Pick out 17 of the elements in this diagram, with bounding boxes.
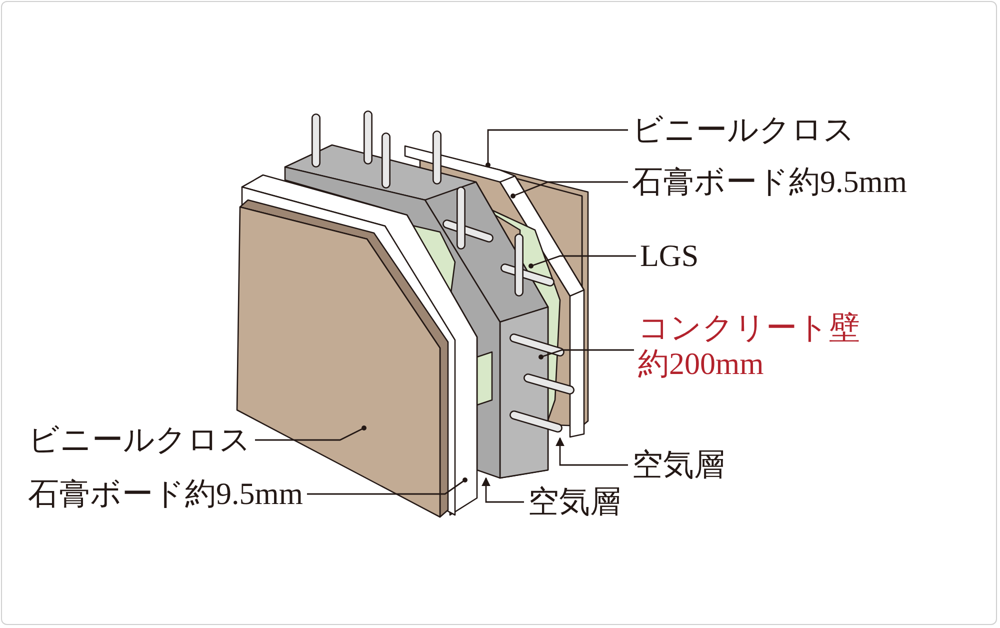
callout-label: 空気層 [632, 447, 725, 483]
callout-label: ビニールクロス [28, 422, 251, 458]
callout-label: 約200mm [638, 346, 765, 382]
callout-label: 石膏ボード約9.5mm [632, 164, 907, 200]
callout-label: ビニールクロス [632, 112, 855, 148]
leader-line [255, 426, 366, 441]
leader-line [538, 349, 634, 360]
leader-line [306, 478, 468, 495]
leader-line [528, 255, 636, 268]
leader-line [510, 181, 628, 198]
callout-label: 石膏ボード約9.5mm [28, 476, 303, 512]
callout-label: コンクリート壁 [638, 310, 860, 346]
callout-label: LGS [640, 238, 699, 274]
leader-line [482, 477, 524, 503]
callout-label: 空気層 [528, 484, 621, 520]
leader-line [486, 129, 628, 168]
leader-line [556, 437, 628, 466]
